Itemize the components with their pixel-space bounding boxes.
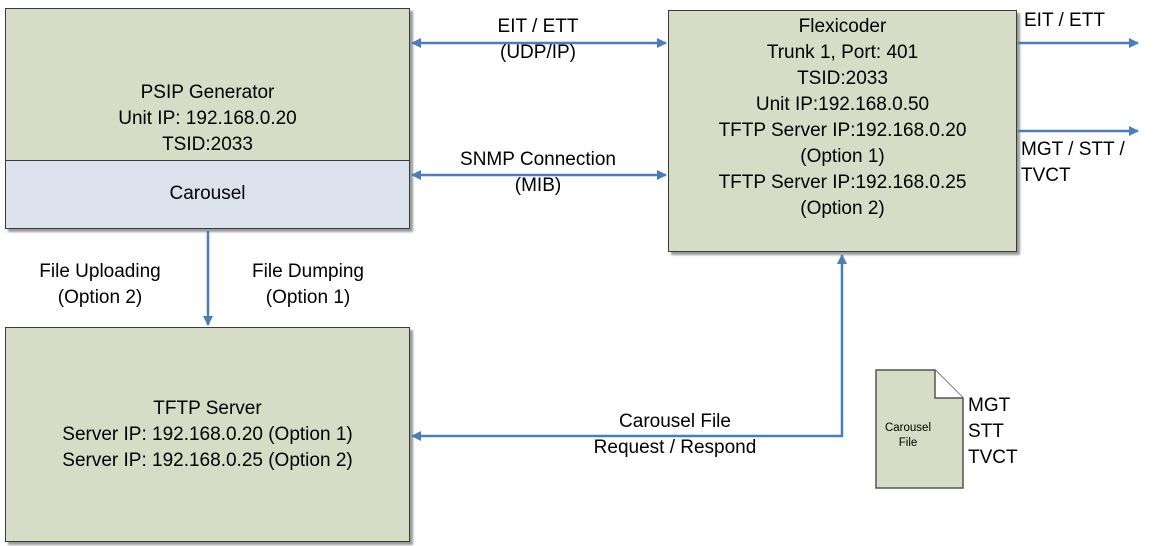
psip-tsid: TSID:2033 <box>162 134 253 155</box>
output-mgt-stt-tvct-label: MGT / STT / TVCT <box>1021 139 1125 186</box>
psip-unit-ip: Unit IP: 192.168.0.20 <box>118 108 297 129</box>
carousel-file-tables: MGT STT TVCT <box>968 393 1018 471</box>
carousel-request-label: Carousel File Request / Respond <box>593 411 757 458</box>
table-mgt: MGT <box>968 395 1011 416</box>
psip-title: PSIP Generator <box>140 82 275 103</box>
table-tvct: TVCT <box>968 447 1018 468</box>
tftp-server-label: TFTP Server Server IP: 192.168.0.20 (Opt… <box>6 396 409 474</box>
flexicoder-option-1: (Option 1) <box>800 146 885 167</box>
carousel-file-label: Carousel File <box>884 422 932 449</box>
tftp-title: TFTP Server <box>153 398 262 419</box>
flexicoder-unit-ip: Unit IP:192.168.0.50 <box>755 94 930 115</box>
snmp-link-label: SNMP Connection (MIB) <box>460 149 616 196</box>
flexicoder-title: Flexicoder <box>798 16 887 37</box>
flexicoder-tftp-ip-1: TFTP Server IP:192.168.0.20 <box>718 120 967 141</box>
psip-generator-label: PSIP Generator Unit IP: 192.168.0.20 TSI… <box>6 80 409 158</box>
file-uploading-label: File Uploading (Option 2) <box>39 261 161 308</box>
flexicoder-tftp-ip-2: TFTP Server IP:192.168.0.25 <box>718 172 967 193</box>
flexicoder-tsid: TSID:2033 <box>797 68 888 89</box>
eit-ett-link-label: EIT / ETT (UDP/IP) <box>497 16 579 63</box>
carousel-label: Carousel <box>169 183 246 204</box>
table-stt: STT <box>968 421 1004 442</box>
flexicoder-trunk-port: Trunk 1, Port: 401 <box>766 42 919 63</box>
file-dumping-label: File Dumping (Option 1) <box>252 261 364 308</box>
tftp-server-box: TFTP Server Server IP: 192.168.0.20 (Opt… <box>5 327 410 542</box>
carousel-request-arrow <box>411 254 847 441</box>
flexicoder-box: Flexicoder Trunk 1, Port: 401 TSID:2033 … <box>668 10 1017 252</box>
carousel-file-icon <box>875 369 964 489</box>
flexicoder-label: Flexicoder Trunk 1, Port: 401 TSID:2033 … <box>669 14 1016 222</box>
output-eit-ett-label: EIT / ETT <box>1024 10 1105 31</box>
flexicoder-option-2: (Option 2) <box>800 198 885 219</box>
tftp-server-ip-1: Server IP: 192.168.0.20 (Option 1) <box>62 424 353 445</box>
psip-generator-box: PSIP Generator Unit IP: 192.168.0.20 TSI… <box>5 8 410 229</box>
tftp-server-ip-2: Server IP: 192.168.0.25 (Option 2) <box>62 450 353 471</box>
carousel-module: Carousel <box>6 160 409 228</box>
